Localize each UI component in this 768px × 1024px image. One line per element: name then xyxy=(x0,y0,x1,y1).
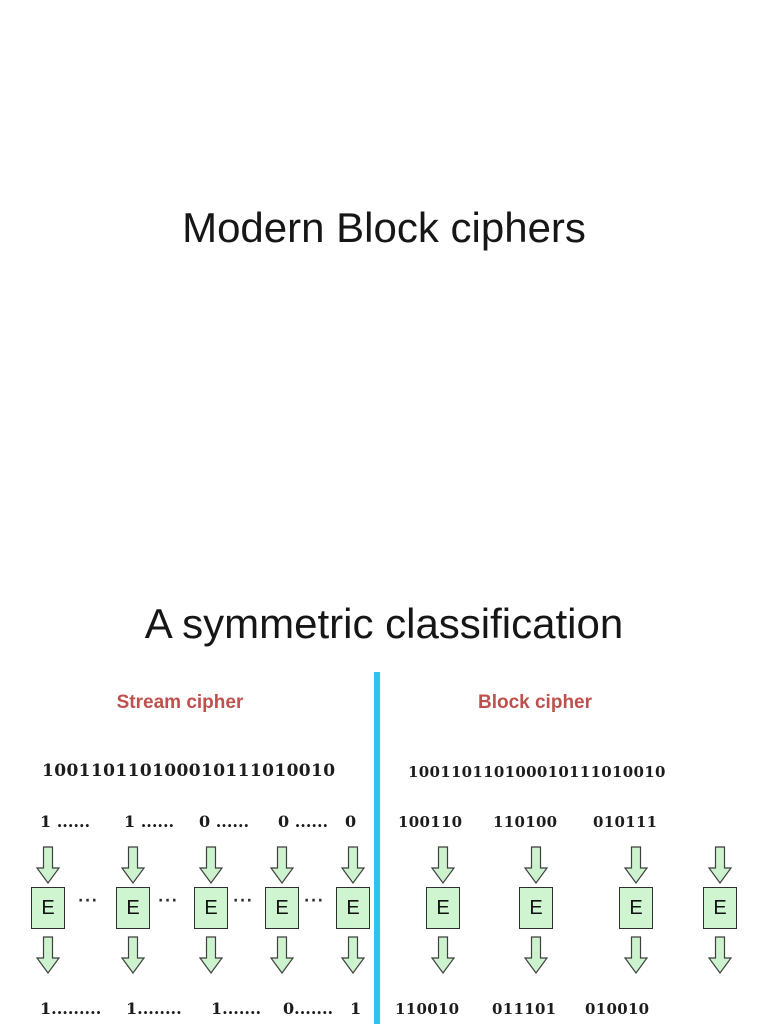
encrypt-box-label: E xyxy=(436,897,450,919)
stream-output-label: 1......... xyxy=(40,999,102,1018)
stream-bit-label: 1 ...... xyxy=(40,812,91,831)
down-arrow-icon xyxy=(431,936,455,974)
stream-cipher-heading: Stream cipher xyxy=(116,692,244,713)
block-column-2: E xyxy=(514,846,558,974)
ellipsis-separator: ··· xyxy=(233,893,254,909)
encrypt-box: E xyxy=(426,887,460,929)
ellipsis-separator: ··· xyxy=(304,893,325,909)
block-column-1: E xyxy=(421,846,465,974)
stream-column-5: E xyxy=(331,846,375,974)
block-output-label: 010010 xyxy=(585,1000,650,1018)
encrypt-box-label: E xyxy=(713,897,727,919)
stream-input-bits: 100110110100010111010010 xyxy=(42,761,336,781)
stream-bit-label: 1 ...... xyxy=(124,812,175,831)
block-output-label: 110010 xyxy=(395,1000,460,1018)
down-arrow-icon xyxy=(708,846,732,884)
down-arrow-icon xyxy=(36,936,60,974)
encrypt-box-label: E xyxy=(275,897,289,919)
slide1-title: Modern Block ciphers xyxy=(182,204,586,251)
encrypt-box: E xyxy=(194,887,228,929)
block-input-bits: 100110110100010111010010 xyxy=(408,763,666,781)
stream-output-label: 0....... xyxy=(283,999,334,1018)
block-output-label: 011101 xyxy=(492,1000,557,1018)
stream-column-3: E xyxy=(189,846,233,974)
block-column-3: E xyxy=(614,846,658,974)
down-arrow-icon xyxy=(121,936,145,974)
down-arrow-icon xyxy=(524,846,548,884)
down-arrow-icon xyxy=(199,846,223,884)
down-arrow-icon xyxy=(708,936,732,974)
encrypt-box-label: E xyxy=(529,897,543,919)
encrypt-box-label: E xyxy=(126,897,140,919)
down-arrow-icon xyxy=(270,846,294,884)
down-arrow-icon xyxy=(431,846,455,884)
encrypt-box: E xyxy=(265,887,299,929)
encrypt-box-label: E xyxy=(204,897,218,919)
block-group-label: 010111 xyxy=(593,813,658,831)
down-arrow-icon xyxy=(270,936,294,974)
encrypt-box: E xyxy=(703,887,737,929)
down-arrow-icon xyxy=(624,846,648,884)
block-column-4: E xyxy=(698,846,742,974)
encrypt-box-label: E xyxy=(346,897,360,919)
block-group-label: 110100 xyxy=(493,813,558,831)
down-arrow-icon xyxy=(524,936,548,974)
encrypt-box-label: E xyxy=(41,897,55,919)
stream-bit-label: 0 xyxy=(345,812,357,831)
stream-column-4: E xyxy=(260,846,304,974)
stream-bit-label: 0 ...... xyxy=(199,812,250,831)
encrypt-box-label: E xyxy=(629,897,643,919)
down-arrow-icon xyxy=(199,936,223,974)
ellipsis-separator: ··· xyxy=(78,893,99,909)
column-divider xyxy=(374,672,380,1024)
stream-bit-label: 0 ...... xyxy=(278,812,329,831)
stream-output-label: 1 xyxy=(350,999,362,1018)
encrypt-box: E xyxy=(336,887,370,929)
down-arrow-icon xyxy=(121,846,145,884)
down-arrow-icon xyxy=(341,846,365,884)
encrypt-box: E xyxy=(116,887,150,929)
down-arrow-icon xyxy=(624,936,648,974)
slide2-title: A symmetric classification xyxy=(144,600,624,647)
encrypt-box: E xyxy=(31,887,65,929)
block-group-label: 100110 xyxy=(398,813,463,831)
stream-output-label: 1....... xyxy=(211,999,262,1018)
stream-column-2: E xyxy=(111,846,155,974)
down-arrow-icon xyxy=(36,846,60,884)
ellipsis-separator: ··· xyxy=(158,893,179,909)
down-arrow-icon xyxy=(341,936,365,974)
stream-column-1: E xyxy=(26,846,70,974)
stream-output-label: 1........ xyxy=(126,999,182,1018)
encrypt-box: E xyxy=(619,887,653,929)
encrypt-box: E xyxy=(519,887,553,929)
block-cipher-heading: Block cipher xyxy=(477,692,593,713)
